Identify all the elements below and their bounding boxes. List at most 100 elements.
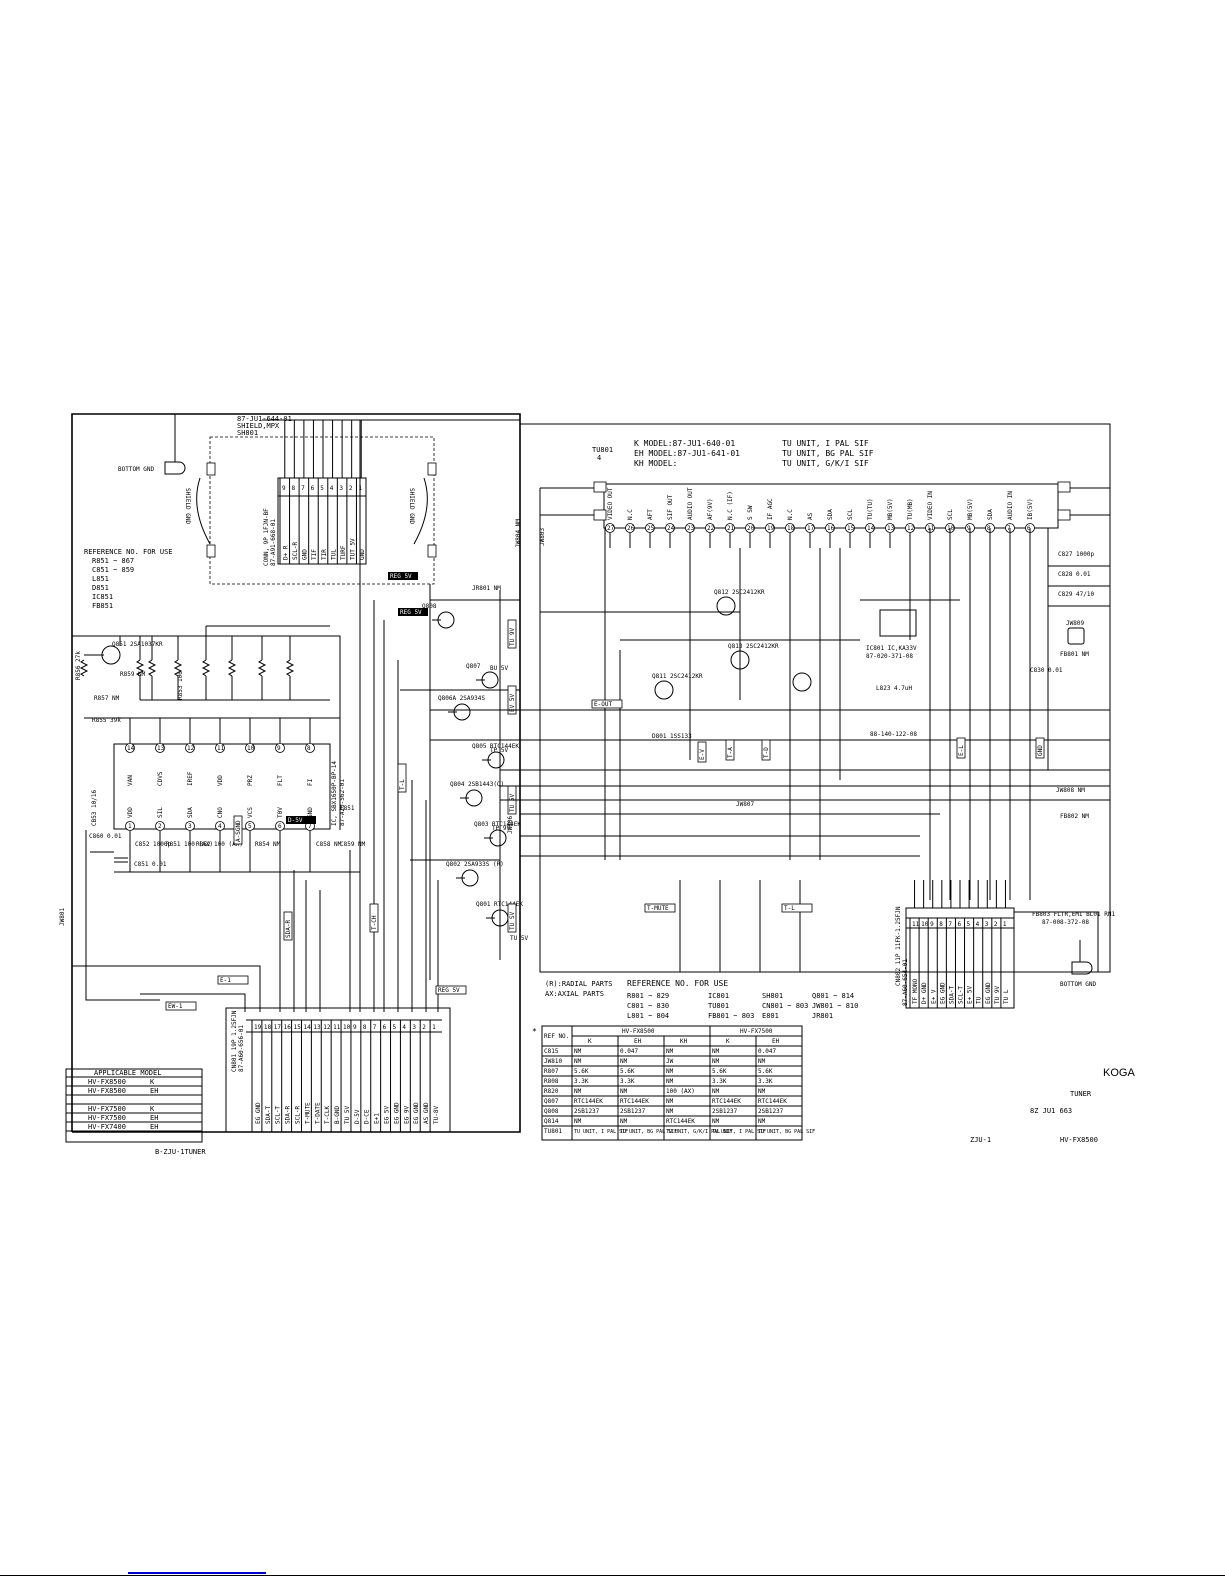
c859-label: C859 NM <box>340 841 366 848</box>
ic-pin <box>125 743 135 753</box>
cn801-pin-number: 6 <box>383 1024 387 1031</box>
tuner-pin <box>745 523 755 533</box>
cn801-pin-name: E+1 <box>374 1113 381 1124</box>
variant-cell: RTC144EK <box>712 1098 741 1105</box>
footer-link-underline[interactable] <box>128 1572 266 1574</box>
variant-cell: 2SB1237 <box>758 1108 784 1115</box>
variant-cell: 3.3K <box>758 1078 773 1085</box>
variant-cell: NM <box>666 1098 674 1105</box>
footer-rule <box>0 1575 1225 1576</box>
variant-cell: 3.3K <box>574 1078 589 1085</box>
applicable-model-name: HV-FX7500 <box>88 1105 126 1113</box>
r855-label: R855 39k <box>92 717 121 724</box>
ic-pin-number: 10 <box>247 745 255 752</box>
variant-cell: NM <box>666 1068 674 1075</box>
ic-pin-number: 1 <box>128 823 132 830</box>
shield-ref: SH801 <box>237 429 258 437</box>
q851-label: Q851 2SA1037KR <box>112 641 163 648</box>
cn801-pin-name: SDA-T <box>265 1106 272 1124</box>
ref-bottom-cell: R801 ~ 829 <box>627 992 669 1000</box>
tuner-pin-label: VIDEO IN <box>927 491 934 520</box>
ic-pin-label: VDD <box>217 775 224 786</box>
c860-label: C860 0.01 <box>89 833 122 840</box>
cn801-pin-number: 17 <box>274 1024 282 1031</box>
tag-reg5v_a <box>388 572 418 580</box>
cn802-pin-number: 7 <box>948 921 952 928</box>
fb802-label: FB802 NM <box>1060 813 1089 820</box>
tuner-pin-label: AUDIO IN <box>1007 491 1014 520</box>
tu801-label: TU801 <box>592 446 613 454</box>
variant-sub-header: K <box>588 1038 592 1045</box>
tuner-pin-label: S SW <box>747 505 754 520</box>
variant-cell: R820 <box>544 1088 559 1095</box>
tag-label: TU 5V <box>509 794 516 812</box>
cn801-pin-number: 1 <box>432 1024 436 1031</box>
tuner-pin <box>885 523 895 533</box>
ref-bottom-cell: JR801 <box>812 1012 833 1020</box>
title-board: ZJU-1 <box>970 1136 991 1144</box>
ic-pin-number: 7 <box>308 823 312 830</box>
cn852-pin-name: TUL <box>330 549 337 560</box>
fb801-label: FB801 NM <box>1060 651 1089 658</box>
variant-cell: Q808 <box>544 1108 559 1115</box>
ic851-side-label: CB53 10/16 <box>91 789 98 826</box>
tuner-pin-label: IB(5V) <box>1027 498 1034 520</box>
tag-label: SDA-R <box>285 920 292 938</box>
ic-pin-number: 5 <box>248 823 252 830</box>
tag-label: T-L <box>784 905 795 912</box>
tuner-pin-number: 12 <box>907 525 915 532</box>
tuner-pin <box>865 523 875 533</box>
cn852-pin-name: GND <box>359 549 366 560</box>
tuner-pin <box>725 523 735 533</box>
model-line-k: K MODEL:87-JU1-640-01 <box>634 439 735 448</box>
tuner-lug-2 <box>593 509 607 521</box>
tuner-pin-number: 17 <box>807 525 815 532</box>
right-transistor <box>792 672 812 692</box>
variant-cell: NM <box>666 1048 674 1055</box>
ic-pin <box>185 743 195 753</box>
tag-label: T-MUTE <box>647 905 669 912</box>
q807-label: Q807 <box>466 663 481 670</box>
applicable-model-name: HV-FX7500 <box>88 1114 126 1122</box>
ic851-block: IC, SBX1650P-BP-14 87-A20-562-01 CB53 10… <box>91 718 346 872</box>
tuner-pin-label: N.C <box>787 509 794 520</box>
ref-note-axial: AX:AXIAL PARTS <box>545 990 604 998</box>
ic-pin <box>245 743 255 753</box>
tuner-pin-number: 7 <box>1007 525 1011 532</box>
cn802-pin-name: EG GND <box>985 982 992 1004</box>
variant-cell: R808 <box>544 1078 559 1085</box>
tag-t_d <box>761 739 771 761</box>
cn802-pin-name: EG GND <box>939 982 946 1004</box>
q803-label: Q803 RTC144EK <box>474 821 521 828</box>
tuner-pin-number: 26 <box>627 525 635 532</box>
tuner-pin-number: 21 <box>727 525 735 532</box>
variant-cell: NM <box>712 1118 720 1125</box>
jw808-label: JW808 NM <box>1056 787 1085 794</box>
shield-lug-2 <box>206 544 216 558</box>
variant-cell: NM <box>574 1048 582 1055</box>
tag-label: REG 5V <box>400 609 422 616</box>
ref-left-line: IC851 <box>92 593 113 601</box>
q811-label: Q811 2SC2412KR <box>652 673 703 680</box>
right-transistor <box>716 596 736 616</box>
tag-reg5v_c <box>435 985 467 995</box>
ic-pin-label: SDA <box>187 807 194 818</box>
ref-left-line: R851 ~ 867 <box>92 557 134 565</box>
cn801-pin-name: SDA-R <box>285 1106 292 1124</box>
tag-label: A-SGND <box>235 820 242 842</box>
tuner-pin-number: 14 <box>867 525 875 532</box>
cn801-pin-number: 19 <box>254 1024 262 1031</box>
variant-cell: TU UNIT, G/K/I PAL SIF <box>666 1129 732 1135</box>
shield-lug-4 <box>427 544 437 558</box>
cn801-pin-name: T-CLK <box>324 1106 331 1124</box>
cn801-pin-name: T-MUTE <box>304 1102 311 1124</box>
ic-pin-label: VAN <box>127 775 134 786</box>
c828-label: C828 0.01 <box>1058 571 1091 578</box>
tag-gnd <box>1035 737 1045 759</box>
tuner-pin-label: IF AGC <box>767 498 774 520</box>
cn802-pin-name: SCL-T <box>958 986 965 1004</box>
tuner-pin-label: TU(MB) <box>907 498 914 520</box>
